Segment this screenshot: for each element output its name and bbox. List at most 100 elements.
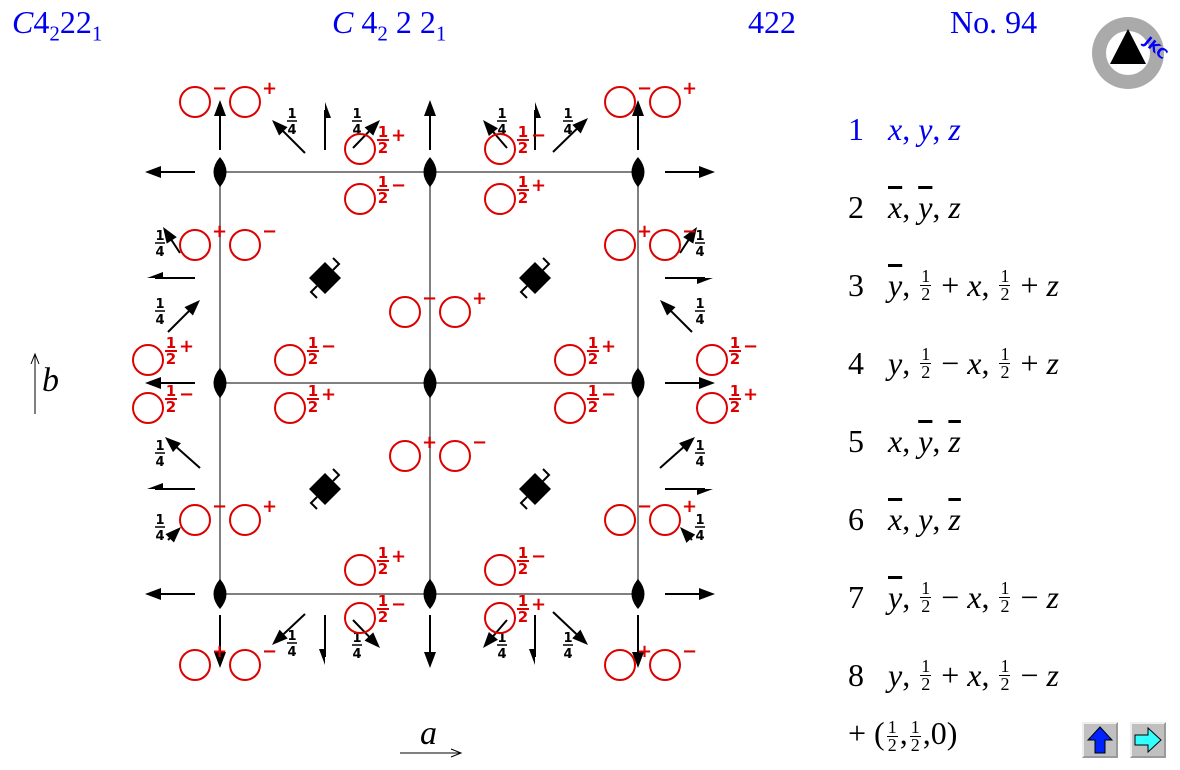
b-axis-label: b — [42, 362, 59, 399]
quarter-label: 1 — [155, 439, 164, 454]
arrowhead-icon — [424, 652, 436, 668]
quarter-label: 1 — [563, 107, 572, 122]
quarter-label: 4 — [695, 455, 704, 470]
coord-token: x — [967, 656, 982, 693]
position-circle — [229, 229, 261, 261]
position-number: 3 — [848, 266, 864, 303]
coord-token: + — [933, 656, 968, 693]
short-symbol: C42221 — [12, 4, 103, 46]
position-circle — [344, 183, 376, 215]
position-number: 1 — [848, 110, 864, 147]
position-circle — [604, 229, 636, 261]
position-circle — [179, 504, 211, 536]
position-circle — [389, 440, 421, 472]
right-arrow-icon — [1134, 727, 1162, 753]
position-circle — [344, 554, 376, 586]
b-axis-arrow-icon — [30, 352, 40, 414]
position-circle — [649, 229, 681, 261]
arrowhead-icon — [424, 100, 436, 116]
quarter-label: 4 — [155, 529, 164, 544]
quarter-label: 1 — [155, 229, 164, 244]
coord-token: y — [888, 266, 903, 303]
jkc-logo[interactable]: JKC — [1088, 14, 1172, 92]
coord-token: z — [948, 500, 961, 537]
half-label: 1 — [588, 334, 598, 352]
plus-sign: + — [743, 384, 758, 405]
plus-sign: + — [637, 221, 652, 242]
coord-token: , — [981, 578, 998, 615]
position-circle — [132, 392, 164, 424]
space-group-number: No. 94 — [950, 4, 1038, 40]
minus-sign: − — [637, 496, 652, 517]
twofold-axis-icon — [213, 579, 227, 609]
half-label: 1 — [166, 382, 176, 400]
coord-token: , — [932, 500, 949, 537]
arrowhead-icon — [214, 652, 226, 668]
screw-tail — [309, 257, 341, 299]
arrowhead-icon — [165, 437, 181, 453]
arrowhead-icon — [572, 118, 588, 134]
half-label: 1 — [518, 173, 528, 191]
half-label: 2 — [378, 189, 388, 207]
position-circle — [344, 133, 376, 165]
half-label: 2 — [308, 398, 318, 416]
arrowhead-icon — [660, 300, 676, 316]
coord-token: , — [981, 344, 998, 381]
coord-token: x — [888, 500, 903, 537]
coord-token: x — [888, 110, 903, 147]
coord-token: z — [1046, 344, 1059, 381]
point-group: 422 — [748, 4, 796, 40]
position-circle — [604, 504, 636, 536]
full-symbol: C 42 2 21 — [332, 4, 447, 46]
coord-token: + — [1012, 266, 1047, 303]
position-circle — [484, 133, 516, 165]
coord-token: , — [902, 656, 919, 693]
position-circle — [554, 344, 586, 376]
minus-sign: − — [682, 641, 697, 662]
position-number: 4 — [848, 344, 864, 381]
coord-token: y — [918, 422, 933, 459]
quarter-label: 4 — [695, 529, 704, 544]
plus-sign: + — [262, 78, 277, 99]
quarter-label: 4 — [497, 123, 506, 138]
quarter-label: 4 — [155, 455, 164, 470]
up-button[interactable] — [1082, 722, 1118, 758]
twofold-axis-icon — [631, 368, 645, 398]
coord-token: x — [967, 344, 982, 381]
coord-token: , — [902, 266, 919, 303]
half-label: 2 — [730, 350, 740, 368]
half-label: 1 — [166, 334, 176, 352]
position-number: 5 — [848, 422, 864, 459]
position-circle — [696, 344, 728, 376]
coord-token: , — [981, 656, 998, 693]
twofold-axis-icon — [213, 157, 227, 187]
arrowhead-icon — [165, 527, 181, 543]
quarter-label: 4 — [287, 123, 296, 138]
twofold-axis-icon — [423, 579, 437, 609]
position-circle — [649, 86, 681, 118]
minus-sign: − — [262, 641, 277, 662]
position-circle — [484, 554, 516, 586]
twofold-axis-icon — [423, 368, 437, 398]
coord-token: , — [902, 578, 919, 615]
half-label: 2 — [588, 398, 598, 416]
plus-sign: + — [531, 175, 546, 196]
arrowhead-icon — [147, 483, 163, 489]
arrowhead-icon — [364, 632, 380, 648]
quarter-label: 1 — [352, 107, 361, 122]
next-button[interactable] — [1130, 722, 1166, 758]
minus-sign: − — [179, 384, 194, 405]
quarter-label: 1 — [695, 297, 704, 312]
quarter-label: 4 — [287, 645, 296, 660]
plus-sign: + — [682, 78, 697, 99]
minus-sign: − — [262, 221, 277, 242]
arrowhead-icon — [214, 100, 226, 116]
half-label: 2 — [378, 560, 388, 578]
arrowhead-icon — [145, 377, 161, 389]
twofold-axis-icon — [423, 157, 437, 187]
